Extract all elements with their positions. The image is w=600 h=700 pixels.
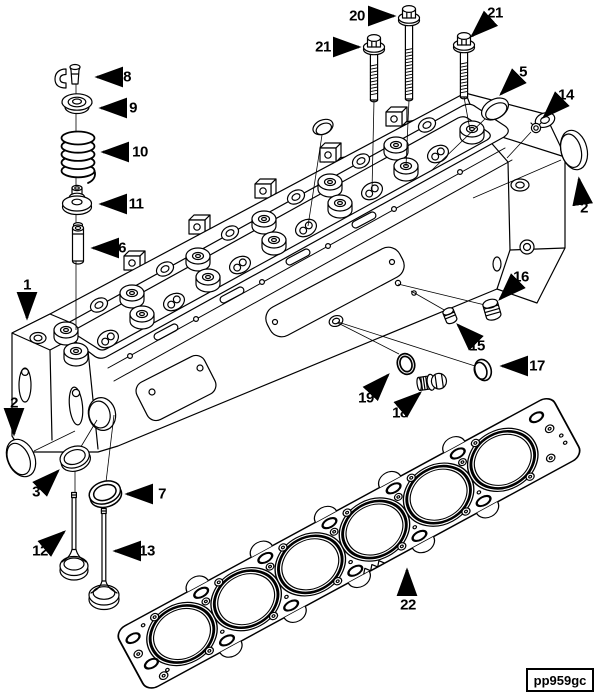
callout-12: 12 [32, 542, 48, 560]
injector-bores [96, 144, 450, 349]
callout-16: 16 [513, 268, 529, 286]
callout-21-left: 21 [315, 38, 331, 56]
callout-1: 1 [23, 276, 31, 294]
deck-slots [153, 211, 377, 341]
cup-plug-small-drawing [312, 118, 334, 136]
callout-8: 8 [123, 68, 131, 86]
pipe-plug-small-drawing [530, 122, 542, 134]
callout-3: 3 [32, 483, 40, 501]
callout-5: 5 [519, 63, 527, 81]
callout-7: 7 [158, 485, 166, 503]
callout-6: 6 [118, 239, 126, 257]
valve-collet-drawing [54, 63, 81, 89]
o-ring-drawing [396, 352, 416, 376]
valve-seat-insert-drawing [59, 445, 92, 472]
valve-stem-seal-drawing [61, 184, 93, 216]
intake-port [87, 397, 117, 431]
callout-11: 11 [128, 195, 144, 213]
cup-plug-side-drawing [473, 358, 493, 382]
head-gasket-drawing [117, 398, 581, 689]
callout-17: 17 [529, 357, 545, 375]
valve-seat-insert-2-drawing [88, 480, 123, 509]
side-wall-features [68, 147, 513, 431]
threaded-plug-small-drawing [442, 307, 458, 325]
callout-2-right: 2 [580, 199, 588, 217]
callout-9: 9 [129, 99, 137, 117]
spring-seat-bosses [63, 120, 485, 367]
callout-arrows [3, 5, 593, 596]
back-edge-tabs [89, 117, 437, 313]
valve-spring-retainer-drawing [61, 93, 93, 115]
exhaust-valve-drawing [88, 507, 120, 611]
hex-plug-drawing [416, 372, 448, 391]
callout-14: 14 [558, 86, 574, 104]
callout-18: 18 [392, 404, 408, 422]
callout-19: 19 [358, 389, 374, 407]
cylinder-head-drawing [11, 92, 566, 453]
callout-13: 13 [139, 542, 155, 560]
callout-10: 10 [132, 143, 148, 161]
callout-15: 15 [469, 337, 485, 355]
callout-22: 22 [400, 596, 416, 614]
spring-seat-bosses-rear [53, 136, 409, 346]
leader-lines [33, 64, 562, 512]
cup-plug-left-drawing [5, 438, 37, 478]
cup-plug-drawing [480, 97, 510, 121]
cup-plug-right-drawing [559, 129, 589, 171]
valve-spring-drawing [60, 130, 96, 184]
valve-guide-drawing [71, 222, 85, 265]
callout-2-left: 2 [10, 394, 18, 412]
callout-20: 20 [349, 7, 365, 25]
callout-21-right: 21 [487, 4, 503, 22]
head-bolts-drawing [362, 4, 476, 103]
part-code-label: pp959gc [533, 672, 587, 688]
threaded-plug-drawing [482, 298, 502, 321]
parts [5, 4, 589, 611]
part-code-box: pp959gc [526, 668, 594, 692]
left-end-boss [29, 331, 47, 345]
intake-valve-drawing [59, 491, 89, 581]
